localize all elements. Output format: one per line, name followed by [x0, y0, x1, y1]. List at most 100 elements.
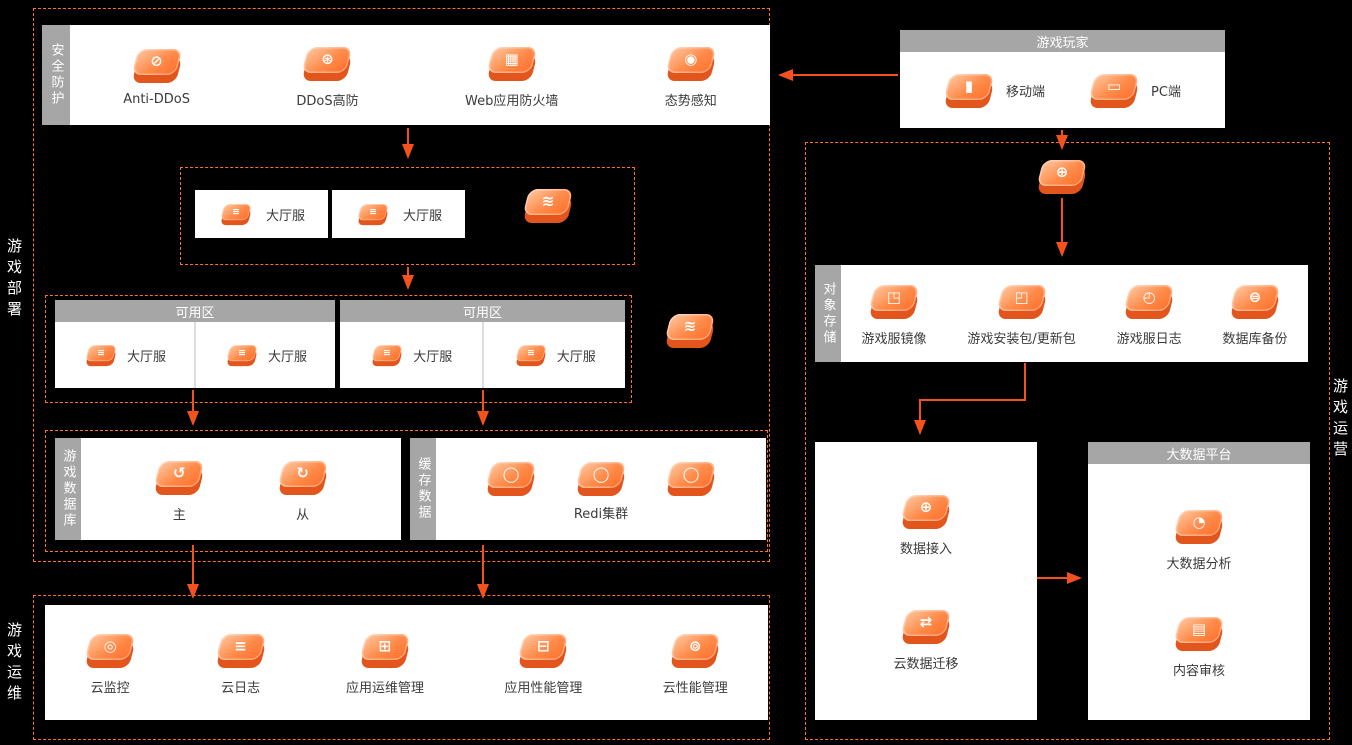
- hall-server-label: 大厅服: [556, 349, 596, 365]
- service-item: ▦ Web应用防火墙: [465, 42, 558, 109]
- waf-icon: ▦: [486, 42, 537, 84]
- oss-section-label: 对象存储: [815, 265, 841, 362]
- bigdata-label: 内容审核: [1172, 664, 1225, 680]
- redis-node-icon: ◯: [485, 457, 537, 499]
- service-item: ⊘ Anti-DDoS: [123, 44, 190, 107]
- service-label: Web应用防火墙: [465, 93, 559, 109]
- install-package-icon: ◰: [996, 280, 1047, 322]
- bigdata-item: ◔ 大数据分析: [1166, 505, 1232, 572]
- side-label-operation: 游戏运营: [1331, 378, 1349, 462]
- redis-cluster-label: Redi集群: [573, 506, 629, 522]
- database-section: ↺ 主 ↻ 从: [81, 438, 401, 540]
- hall-server-label: 大厅服: [265, 208, 305, 224]
- hall-server-item: ≡ 大厅服: [355, 202, 442, 226]
- hall-server-item: ≡ 大厅服: [218, 202, 305, 226]
- server-icon: ≡: [226, 342, 258, 368]
- hall-server-label: 大厅服: [402, 208, 442, 224]
- db-backup-icon: ⊜: [1229, 280, 1281, 322]
- data-access-item: ⊕ 数据接入: [900, 490, 952, 557]
- cloud-log-icon: ≡: [215, 629, 266, 671]
- hall-server-item: ≡ 大厅服: [196, 322, 335, 388]
- data-migration-icon: ⇄: [900, 605, 952, 647]
- situation-awareness-icon: ◉: [665, 42, 717, 84]
- player-label: PC端: [1151, 84, 1181, 100]
- ddos-protection-icon: ⊛: [302, 42, 353, 84]
- player-item: ▭ PC端: [1088, 69, 1181, 111]
- ops-label: 应用运维管理: [345, 681, 424, 696]
- app-ops-icon: ⊞: [359, 629, 411, 671]
- availability-zone: 可用区 ≡ 大厅服 ≡ 大厅服: [55, 300, 335, 388]
- ops-label: 应用性能管理: [504, 681, 583, 696]
- load-balancer-icon: ≋: [664, 309, 716, 351]
- redis-cluster: ◯ ◯ ◯: [485, 457, 717, 499]
- ops-item: ⊞ 应用运维管理: [346, 629, 424, 696]
- content-review-icon: ▤: [1173, 612, 1225, 654]
- hall-server-label: 大厅服: [126, 349, 166, 365]
- hall-server-item: ≡ 大厅服: [483, 322, 625, 388]
- cloud-monitor-icon: ◎: [84, 629, 136, 671]
- ops-item: ⊚ 云性能管理: [663, 629, 728, 696]
- db-item: ↻ 从: [277, 456, 328, 523]
- cdn-icon: ⊕: [1036, 155, 1088, 197]
- player-item: ▮ 移动端: [943, 69, 1046, 111]
- redis-node-icon: ◯: [575, 457, 627, 499]
- hall-server-item: ≡ 大厅服: [55, 322, 194, 388]
- db-item: ↺ 主: [154, 456, 205, 523]
- data-ingest-icon: ⊕: [900, 490, 952, 532]
- server-icon: ≡: [357, 201, 389, 227]
- data-access-label: 数据接入: [899, 542, 952, 557]
- availability-zone: 可用区 ≡ 大厅服 ≡ 大厅服: [340, 300, 625, 388]
- game-log-icon: ◴: [1123, 280, 1175, 322]
- bigdata-header: 大数据平台: [1088, 442, 1310, 464]
- side-label-deploy: 游戏部署: [5, 238, 23, 322]
- players-body: ▮ 移动端 ▭ PC端: [900, 52, 1225, 128]
- players-panel: 游戏玩家 ▮ 移动端 ▭ PC端: [900, 30, 1225, 128]
- service-item: ⊛ DDoS高防: [296, 42, 359, 109]
- bigdata-label: 大数据分析: [1166, 556, 1232, 572]
- mobile-icon: ▮: [943, 69, 995, 111]
- ops-label: 云性能管理: [662, 681, 728, 696]
- oss-label: 数据库备份: [1222, 332, 1288, 347]
- anti-ddos-icon: ⊘: [131, 44, 182, 86]
- ops-item: ≡ 云日志: [215, 629, 266, 696]
- service-label: Anti-DDoS: [123, 91, 190, 107]
- server-icon: ≡: [220, 201, 252, 227]
- security-section: ⊘ Anti-DDoS ⊛ DDoS高防 ▦ Web应用防火墙 ◉ 态势感知: [70, 25, 770, 125]
- hall-server-label: 大厅服: [413, 349, 453, 365]
- oss-item: ◳ 游戏服镜像: [861, 280, 926, 347]
- cache-section-label: 缓存数据: [410, 438, 436, 540]
- players-header: 游戏玩家: [900, 30, 1225, 52]
- oss-label: 游戏安装包/更新包: [967, 332, 1076, 347]
- ops-item: ◎ 云监控: [84, 629, 136, 696]
- redis-node-icon: ◯: [665, 457, 717, 499]
- hall-server-card: ≡ 大厅服: [332, 190, 465, 238]
- hall-server-item: ≡ 大厅服: [340, 322, 482, 388]
- game-image-icon: ◳: [868, 280, 920, 322]
- bigdata-body: ◔ 大数据分析 ▤ 内容审核: [1088, 464, 1310, 720]
- oss-item: ◴ 游戏服日志: [1117, 280, 1182, 347]
- ops-item: ⊟ 应用性能管理: [504, 629, 582, 696]
- db-label: 从: [296, 507, 310, 523]
- primary-db-icon: ↺: [154, 456, 205, 498]
- bigdata-analysis-icon: ◔: [1173, 505, 1225, 547]
- oss-item: ⊜ 数据库备份: [1223, 280, 1288, 347]
- ops-label: 云监控: [90, 681, 130, 696]
- cache-section: ◯ ◯ ◯ Redi集群: [436, 438, 766, 540]
- data-access-panel: ⊕ 数据接入 ⇄ 云数据迁移: [815, 442, 1037, 720]
- service-label: 态势感知: [664, 93, 717, 109]
- app-performance-icon: ⊟: [518, 629, 569, 671]
- oss-label: 游戏服日志: [1116, 332, 1182, 347]
- zone-header: 可用区: [55, 300, 335, 322]
- oss-item: ◰ 游戏安装包/更新包: [967, 280, 1076, 347]
- player-label: 移动端: [1006, 84, 1046, 100]
- data-access-label: 云数据迁移: [893, 657, 959, 672]
- server-icon: ≡: [85, 342, 117, 368]
- hall-server-card: ≡ 大厅服: [195, 190, 328, 238]
- zone-body: ≡ 大厅服 ≡ 大厅服: [55, 322, 335, 388]
- ops-section: ◎ 云监控 ≡ 云日志 ⊞ 应用运维管理 ⊟ 应用性能管理 ⊚ 云性能管理: [45, 605, 768, 720]
- server-icon: ≡: [371, 342, 403, 368]
- service-label: DDoS高防: [296, 93, 359, 109]
- db-label: 主: [172, 507, 186, 523]
- data-access-item: ⇄ 云数据迁移: [893, 605, 959, 672]
